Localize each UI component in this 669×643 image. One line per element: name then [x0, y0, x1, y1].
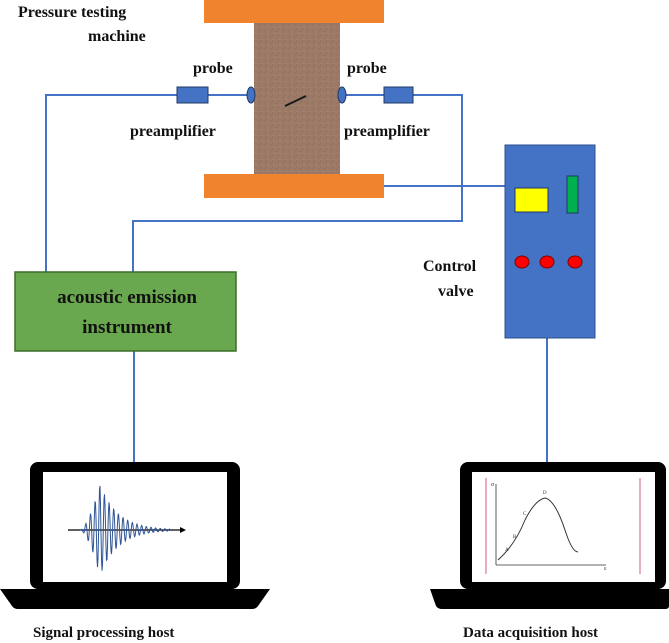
wire-right-preamp	[132, 94, 463, 272]
wire-left-probe	[45, 94, 177, 272]
preamplifier-icon	[383, 86, 414, 104]
stress-strain-curve-icon: σ A B C D ε	[485, 478, 641, 574]
laptop-screen	[43, 472, 227, 582]
probe-icon	[246, 86, 256, 104]
instrument-label-line2: instrument	[82, 317, 172, 338]
graph-letter-a: A	[505, 548, 509, 553]
data-acquisition-laptop: σ A B C D ε	[430, 462, 669, 609]
probe-label-right: probe	[347, 60, 387, 77]
acoustic-waveform-icon	[68, 485, 186, 571]
probe-label-left: probe	[193, 60, 233, 77]
graph-letter-b: B	[513, 535, 517, 540]
probe-icon	[337, 86, 347, 104]
valve-button	[539, 255, 555, 269]
signal-processing-host-label: Signal processing host	[33, 625, 174, 641]
rock-specimen	[254, 23, 340, 174]
specimen-crack	[284, 95, 307, 107]
preamplifier-icon	[176, 86, 209, 104]
valve-indicator	[566, 175, 579, 214]
pressure-machine-label-line2: machine	[88, 28, 146, 45]
acoustic-emission-instrument: acoustic emission instrument	[14, 271, 237, 352]
valve-display	[514, 187, 549, 213]
graph-letter-d: D	[543, 491, 547, 496]
instrument-label-line1: acoustic emission	[57, 287, 197, 308]
control-valve-label-line1: Control	[423, 258, 477, 275]
valve-button	[567, 255, 583, 269]
data-acquisition-host-label: Data acquisition host	[463, 625, 598, 641]
graph-letter-x: ε	[604, 566, 607, 572]
pressure-testing-machine	[204, 0, 384, 198]
graph-letter-c: C	[523, 512, 527, 517]
preamplifier-label-right: preamplifier	[344, 123, 430, 140]
laptop-icon	[0, 462, 270, 609]
signal-processing-laptop	[0, 462, 270, 609]
sensors	[176, 86, 414, 104]
pressure-machine-label-line1: Pressure testing	[18, 4, 126, 21]
bottom-platen	[204, 174, 384, 198]
top-platen	[204, 0, 384, 23]
control-valve-label-line2: valve	[438, 283, 474, 300]
graph-letter-y: σ	[491, 482, 495, 488]
control-valve-box	[504, 144, 596, 339]
valve-button	[514, 255, 530, 269]
laptop-icon	[430, 462, 669, 609]
control-valve	[504, 144, 596, 339]
preamplifier-label-left: preamplifier	[130, 123, 216, 140]
signal-wires	[45, 94, 548, 462]
instrument-box	[14, 271, 237, 352]
